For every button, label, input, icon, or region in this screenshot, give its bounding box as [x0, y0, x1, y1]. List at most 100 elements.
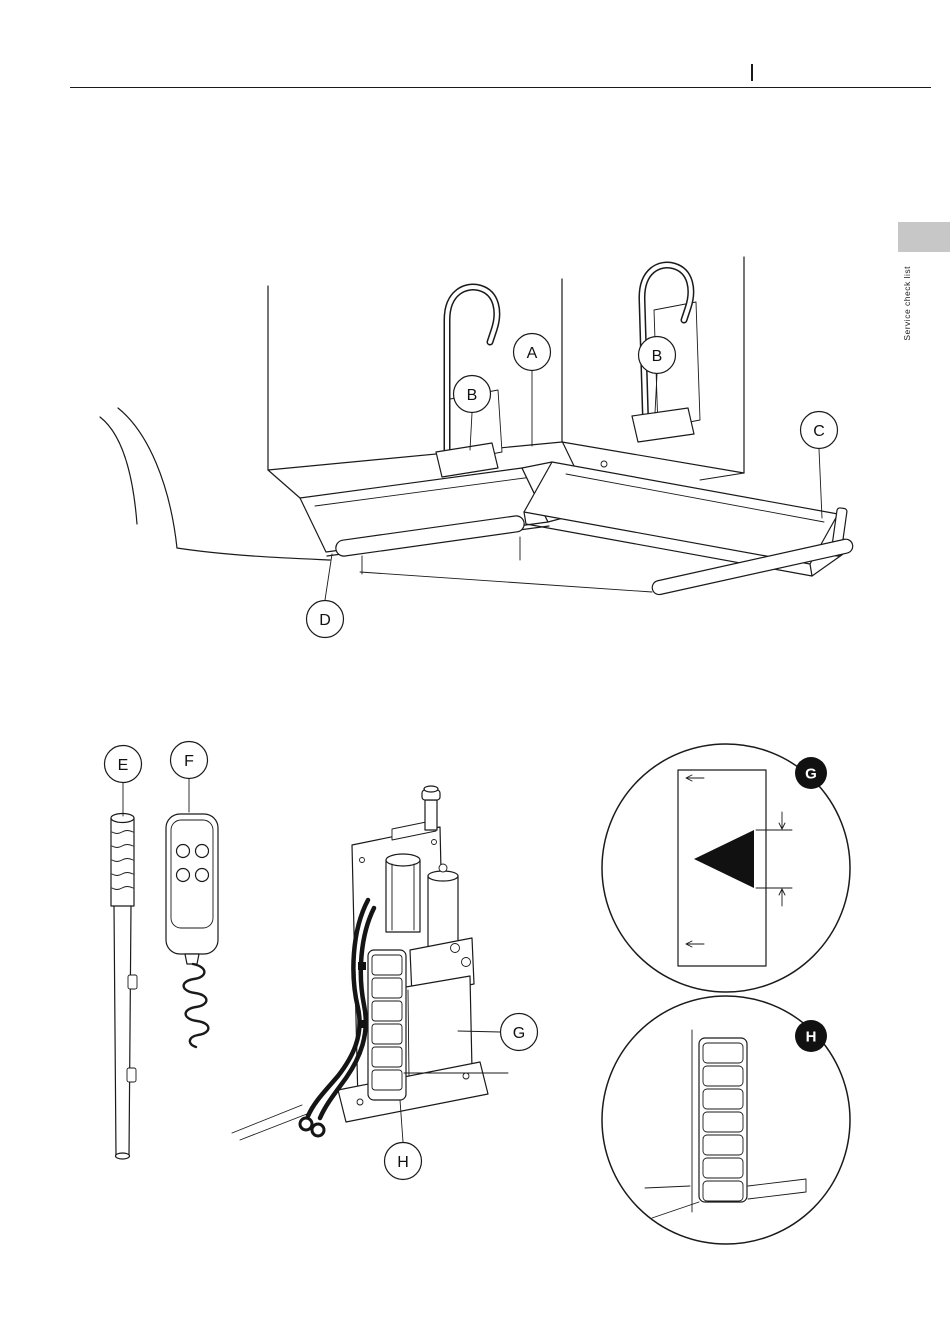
base-plate [337, 1061, 489, 1123]
handle-bottom-cap [114, 1152, 131, 1160]
underframe-hangers [361, 536, 521, 575]
dimension-extension-lines [755, 829, 793, 889]
callout-letter: G [513, 1025, 525, 1042]
filler-stem [424, 799, 438, 831]
terminal-cell [702, 1134, 744, 1156]
callout-letter: B [652, 348, 663, 365]
callout-circle [512, 332, 552, 372]
pendant-button [194, 867, 210, 883]
underframe-bar [359, 571, 653, 593]
terminal-cell [702, 1088, 744, 1110]
callout-letter: C [813, 423, 825, 440]
callout-f: F [169, 740, 209, 813]
wheel-arch-line [117, 407, 178, 549]
coiled-cord [182, 962, 210, 1049]
callout-letter: B [467, 387, 478, 404]
connector-block [358, 1020, 366, 1028]
pump-cap [438, 863, 448, 873]
outer-platform-detail-line [565, 473, 825, 523]
terminal-cell [371, 1000, 403, 1022]
callout-circle [169, 740, 209, 780]
lift-assembly-drawing [99, 256, 854, 596]
terminal-cell [371, 977, 403, 999]
dimension-arrow-up-icon [778, 888, 786, 907]
battery-cable [317, 905, 377, 1121]
fold-handle-right [631, 261, 695, 443]
handle-top-cap [110, 812, 135, 824]
floor-reference-lines [231, 1104, 313, 1141]
hydraulic-pump-drawing [231, 785, 509, 1141]
door-frame-middle [561, 278, 576, 469]
terminal-cell [371, 1069, 403, 1091]
detail-badge [795, 757, 827, 789]
callout-circle [305, 599, 345, 639]
leader-line [457, 1030, 501, 1033]
leader-line [818, 448, 823, 519]
mounting-hole [359, 857, 365, 863]
pump-handle-drawing [110, 812, 138, 1160]
filler-knob [423, 785, 439, 793]
callout-b-right: B [637, 335, 677, 414]
leader-line [654, 373, 658, 414]
terminal-cell [702, 1042, 744, 1064]
header-tick-mark [751, 64, 753, 81]
callout-circle [637, 335, 677, 375]
handle-shaft [113, 905, 132, 1157]
pendant-button [175, 867, 191, 883]
outer-platform-roller [651, 538, 854, 596]
ring-terminal [310, 1122, 326, 1138]
callout-circle [452, 374, 492, 414]
callout-letter: A [527, 345, 538, 362]
vehicle-sill-line [176, 547, 331, 561]
callout-letter: D [319, 612, 331, 629]
floor-bolt [600, 460, 608, 468]
terminal-cell [371, 1046, 403, 1068]
detail-badge [795, 1020, 827, 1052]
inner-platform-detail-line [314, 476, 533, 507]
leader-line [469, 412, 473, 451]
hook-tube-fill [639, 263, 693, 437]
floor-edge-left [267, 441, 563, 471]
callout-e: E [103, 744, 143, 817]
handle-bracket-right [631, 407, 695, 443]
header-rule [70, 87, 931, 88]
context-lines [644, 1185, 700, 1219]
callout-circle [103, 744, 143, 784]
callout-letter: H [397, 1154, 409, 1171]
detail-badge-letter: G [805, 766, 817, 783]
callout-g-pump: G [457, 1012, 539, 1052]
detail-badge-letter: H [806, 1029, 817, 1046]
handle-clip-upper [127, 974, 138, 990]
grip-ribs [111, 830, 134, 890]
floor-edge-right [561, 441, 745, 474]
handle-clip-lower [126, 1067, 137, 1083]
connector-block [358, 962, 366, 970]
leader-line [399, 1099, 404, 1143]
callout-a: A [512, 332, 552, 447]
callout-d: D [305, 553, 345, 639]
section-tab [898, 222, 950, 252]
detail-circle [601, 995, 851, 1245]
pointer-triangle [694, 830, 754, 888]
handle-bracket-left [435, 442, 499, 478]
motor-cylinder [385, 859, 421, 933]
callout-h-pump: H [383, 1099, 423, 1181]
motor-top [385, 853, 421, 867]
callout-circle [383, 1141, 423, 1181]
outer-platform-surface [523, 461, 839, 565]
arrow-up-left-icon [685, 774, 705, 782]
detail-circle [601, 743, 851, 993]
pendant-button [194, 843, 210, 859]
valve-fitting [461, 957, 471, 967]
battery-cable [305, 897, 371, 1119]
detail-view-g: G [601, 743, 851, 993]
callout-letter: E [118, 757, 129, 774]
fold-handle-left [435, 283, 501, 478]
pump-top [427, 870, 459, 882]
terminal-cell [371, 1023, 403, 1045]
floor-step-line [699, 472, 745, 481]
terminal-cell [702, 1065, 744, 1087]
callout-b-left: B [452, 374, 492, 451]
